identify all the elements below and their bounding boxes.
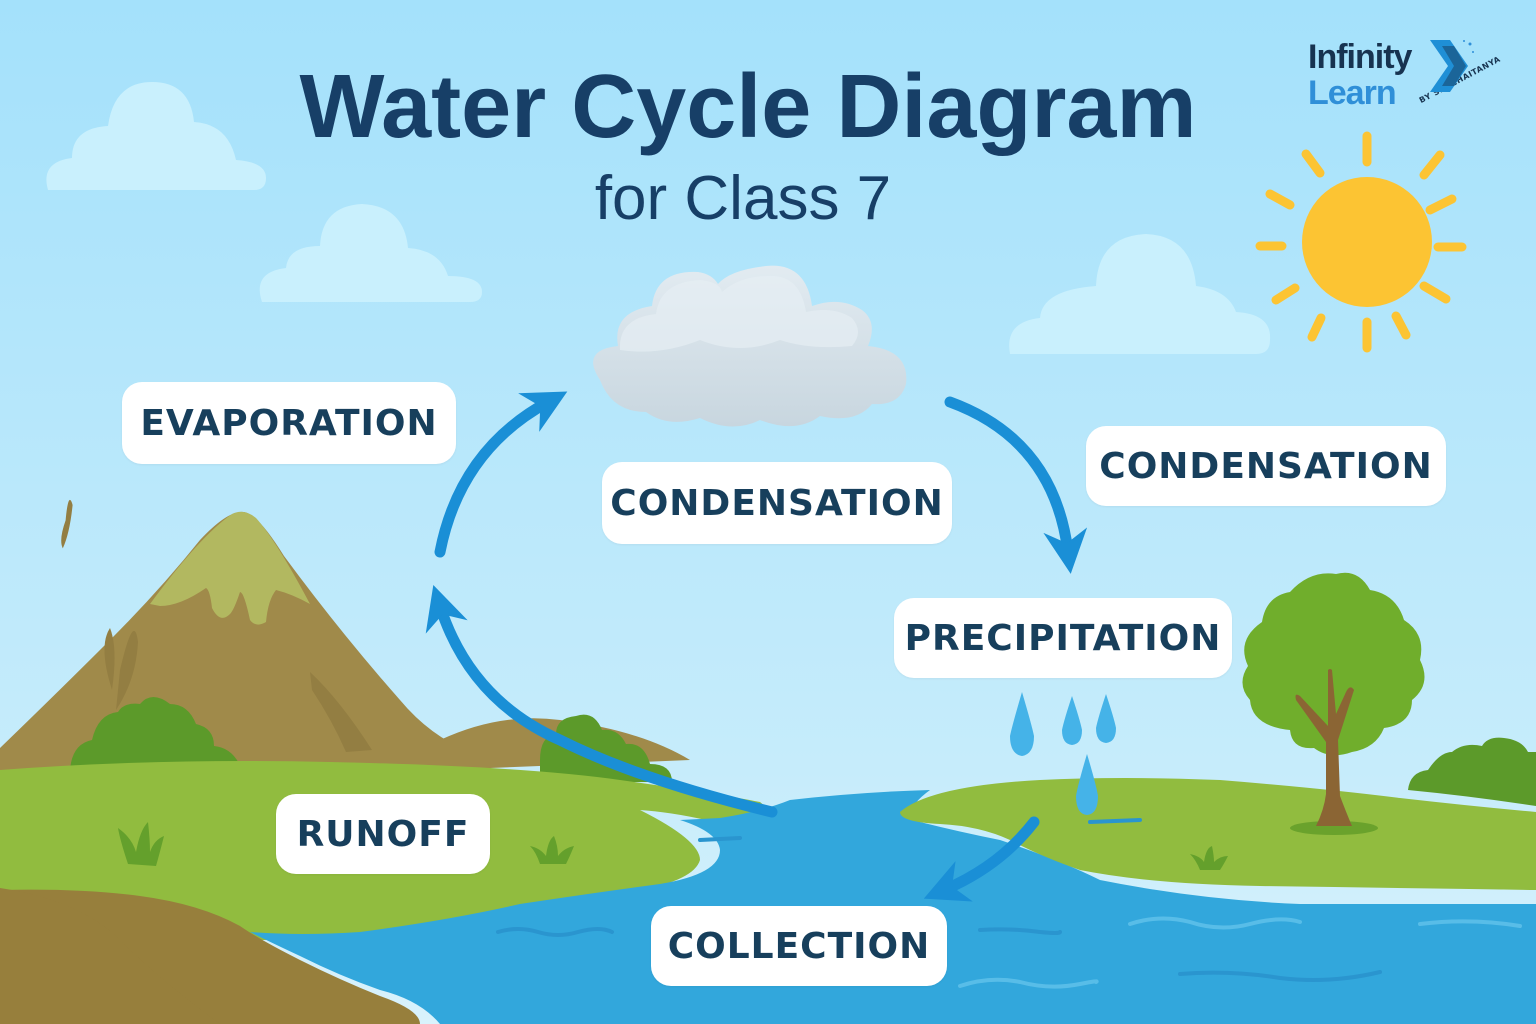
label-condensation-center: CONDENSATION	[602, 462, 952, 544]
page-subtitle: for Class 7	[594, 164, 892, 233]
arrow-icon	[425, 391, 1088, 902]
label-condensation-right: CONDENSATION	[1086, 426, 1446, 506]
water-waves	[496, 818, 1522, 989]
chevron-arrow-icon	[1430, 40, 1474, 92]
cloud-icon	[1009, 234, 1271, 354]
logo-text-infinity: Infinity	[1308, 38, 1412, 76]
logo-text-learn: Learn	[1308, 74, 1397, 112]
page-title: Water Cycle Diagram	[299, 57, 1197, 157]
infinity-learn-logo[interactable]: Infinity Learn BY SRI CHAITANYA	[1306, 38, 1516, 118]
bush	[540, 714, 672, 782]
bush	[1408, 737, 1536, 806]
bush	[70, 697, 244, 776]
raindrop-icon	[1010, 692, 1116, 815]
label-evaporation: EVAPORATION	[122, 382, 456, 464]
cloud-icon	[593, 265, 907, 427]
grass-tuft	[118, 822, 1228, 870]
sun-icon	[1255, 131, 1467, 353]
cloud-icon	[259, 204, 482, 302]
grass-field	[900, 778, 1536, 890]
label-precipitation: PRECIPITATION	[894, 598, 1232, 678]
tree	[1242, 572, 1425, 835]
label-runoff: RUNOFF	[276, 794, 490, 874]
cloud-icon	[46, 82, 267, 190]
label-collection: COLLECTION	[651, 906, 947, 986]
soil	[0, 888, 420, 1024]
